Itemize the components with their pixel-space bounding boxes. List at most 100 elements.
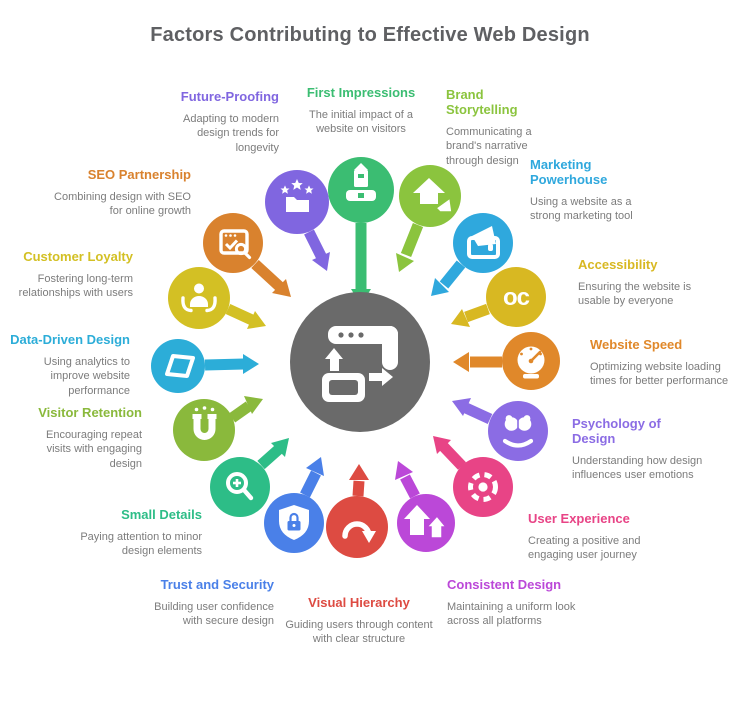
building-handshake-icon <box>346 163 376 201</box>
stars-folder-icon <box>280 179 314 212</box>
arrow-shaft <box>464 303 490 323</box>
label-trust-and-security: Trust and Security Building user confide… <box>148 577 274 629</box>
brain-hand-icon <box>502 415 534 448</box>
arrow-head <box>271 438 289 457</box>
visitor-retention-circle <box>173 399 235 461</box>
arrow-shaft <box>439 260 466 289</box>
arrow-head <box>272 279 291 297</box>
factor-accessibility: oc <box>451 267 546 327</box>
factor-title: Brand Storytelling <box>446 87 518 117</box>
factor-description: Communicating a brand's narrative throug… <box>446 125 532 167</box>
arrow-shaft <box>251 259 284 292</box>
responsive-website-sync-icon <box>322 326 398 402</box>
factor-description: Using a website as a strong marketing to… <box>530 195 633 223</box>
label-first-impressions: First Impressions The initial impact of … <box>295 85 427 137</box>
factor-seo-partnership <box>203 213 291 297</box>
arrow-shaft <box>225 304 255 325</box>
hub-circle <box>290 292 430 432</box>
browser-search-check-icon <box>219 229 252 260</box>
arrow-head <box>243 354 259 374</box>
factor-user-experience <box>433 436 513 517</box>
label-user-experience: User Experience Creating a positive and … <box>528 511 678 563</box>
factor-consistent-design <box>395 461 455 552</box>
factor-description: Adapting to modern design trends for lon… <box>182 112 279 154</box>
arrow-head <box>451 309 470 327</box>
tablet-megaphone-icon <box>467 226 500 259</box>
factor-title: Consistent Design <box>447 577 562 592</box>
page-title: Factors Contributing to Effective Web De… <box>150 24 590 46</box>
oc-letters-icon: oc <box>503 284 530 311</box>
factor-brand-storytelling <box>396 165 461 272</box>
factor-psychology-of-design <box>452 398 548 461</box>
arrow-head <box>431 278 449 296</box>
arrow-head <box>396 253 414 272</box>
arrow-shaft <box>228 401 253 423</box>
factor-title: Marketing Powerhouse <box>530 157 608 187</box>
label-website-speed: Website Speed Optimizing website loading… <box>590 337 732 389</box>
label-psychology-of-design: Psychology of Design Understanding how d… <box>572 416 704 483</box>
label-consistent-design: Consistent Design Maintaining a uniform … <box>447 577 579 629</box>
accessibility-circle <box>486 267 546 327</box>
factor-description: Optimizing website loading times for bet… <box>590 360 729 388</box>
factor-customer-loyalty <box>168 267 266 329</box>
arrow-head <box>452 398 471 416</box>
factor-title: First Impressions <box>306 85 416 100</box>
factor-description: Combining design with SEO for online gro… <box>54 190 191 218</box>
factor-description: Paying attention to minor design element… <box>80 530 202 558</box>
label-marketing-powerhouse: Marketing Powerhouse Using a website as … <box>530 157 648 224</box>
house-arrows-icon <box>404 505 448 539</box>
magnifier-plus-icon <box>226 472 254 501</box>
label-small-details: Small Details Paying attention to minor … <box>66 507 202 559</box>
person-in-hands-icon <box>181 283 217 313</box>
label-future-proofing: Future-Proofing Adapting to modern desig… <box>163 89 279 155</box>
label-visitor-retention: Visitor Retention Encouraging repeat vis… <box>24 405 142 471</box>
arrow-head <box>306 457 324 476</box>
label-visual-hierarchy: Visual Hierarchy Guiding users through c… <box>285 595 433 647</box>
arrow-shaft <box>300 470 321 498</box>
factor-title: Visitor Retention <box>38 405 142 420</box>
consistent-design-circle <box>397 494 455 552</box>
arrow-head <box>247 311 266 329</box>
factor-title: Future-Proofing <box>180 89 279 104</box>
factor-small-details <box>210 438 289 517</box>
factor-description: Guiding users through content with clear… <box>285 618 433 646</box>
label-accessibility: Accessibility Ensuring the website is us… <box>578 257 724 309</box>
data-driven-design-circle <box>151 339 205 393</box>
dashed-wheel-icon <box>468 472 498 502</box>
u-turn-arrow-icon <box>342 521 376 543</box>
arrow-head <box>349 464 369 480</box>
factor-trust-and-security <box>264 457 324 553</box>
factor-title: Trust and Security <box>160 577 274 592</box>
factor-description: Encouraging repeat visits with engaging … <box>45 428 142 470</box>
house-megaphone-icon <box>413 178 453 213</box>
factor-title: Data-Driven Design <box>10 332 130 347</box>
speedometer-icon <box>517 346 545 379</box>
label-brand-storytelling: Brand Storytelling Communicating a brand… <box>446 87 558 168</box>
arrow-shaft <box>304 229 327 261</box>
small-details-circle <box>210 457 270 517</box>
arrow-head <box>312 252 330 271</box>
arrow-shaft <box>400 474 420 499</box>
visual-hierarchy-circle <box>326 496 388 558</box>
label-customer-loyalty: Customer Loyalty Fostering long-term rel… <box>18 249 133 301</box>
factor-description: Using analytics to improve website perfo… <box>43 355 130 397</box>
factor-visitor-retention <box>173 396 263 461</box>
label-seo-partnership: SEO Partnership Combining design with SE… <box>53 167 191 219</box>
factor-description: Creating a positive and engaging user jo… <box>528 534 641 562</box>
arrow-shaft <box>439 442 466 470</box>
arrow-shaft <box>204 358 245 371</box>
factor-title: Website Speed <box>590 337 683 352</box>
arrow-head <box>453 352 469 372</box>
parallelogram-icon <box>165 354 195 378</box>
shield-lock-icon <box>279 505 309 540</box>
factor-marketing-powerhouse <box>431 213 513 296</box>
factor-description: Ensuring the website is usable by everyo… <box>578 280 692 308</box>
factor-future-proofing <box>265 170 330 271</box>
factor-description: Fostering long-term relationships with u… <box>18 272 133 300</box>
factor-title: Small Details <box>121 507 202 522</box>
factor-title: Visual Hierarchy <box>308 595 410 610</box>
factor-visual-hierarchy <box>326 464 388 558</box>
factor-title: Accessibility <box>578 257 658 272</box>
